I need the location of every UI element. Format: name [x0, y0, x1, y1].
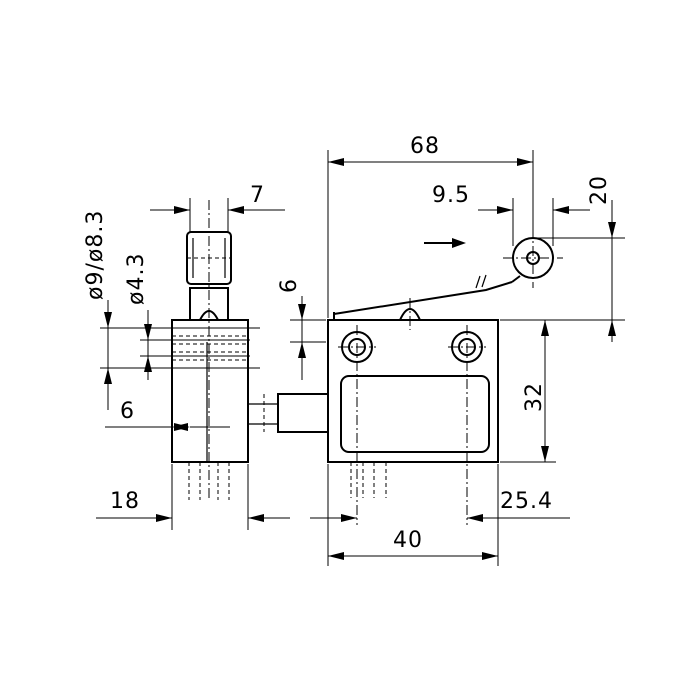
label-plate	[340, 375, 490, 453]
dim-dia9-label: ø9/ø8.3	[83, 210, 108, 300]
dimension-lines	[96, 150, 625, 566]
dim-6-side-label: 6	[120, 399, 135, 424]
dim-40-label: 40	[393, 528, 423, 553]
side-roller-holder	[189, 287, 229, 321]
dim-18-label: 18	[110, 489, 140, 514]
dimension-labels: 68 9.5 20 32 40 25.4 18 7 6 6 ø9/ø8.3 ø4…	[83, 134, 612, 553]
dim-6-top-label: 6	[277, 278, 302, 293]
front-view	[327, 228, 563, 525]
side-plunger	[199, 310, 219, 321]
lever-arm	[333, 281, 513, 315]
dim-20-label: 20	[587, 175, 612, 205]
dim-68-label: 68	[410, 134, 440, 159]
cable-gland	[277, 393, 329, 433]
front-plunger	[399, 308, 421, 321]
dim-7-label: 7	[250, 183, 265, 208]
dim-9-5-label: 9.5	[432, 183, 470, 208]
dim-32-label: 32	[522, 382, 547, 412]
side-view	[171, 200, 329, 500]
arrow-right-icon	[424, 238, 466, 248]
front-body	[327, 319, 499, 463]
side-body	[171, 319, 249, 463]
dim-dia4-label: ø4.3	[124, 253, 149, 305]
dim-25-4-label: 25.4	[500, 489, 553, 514]
